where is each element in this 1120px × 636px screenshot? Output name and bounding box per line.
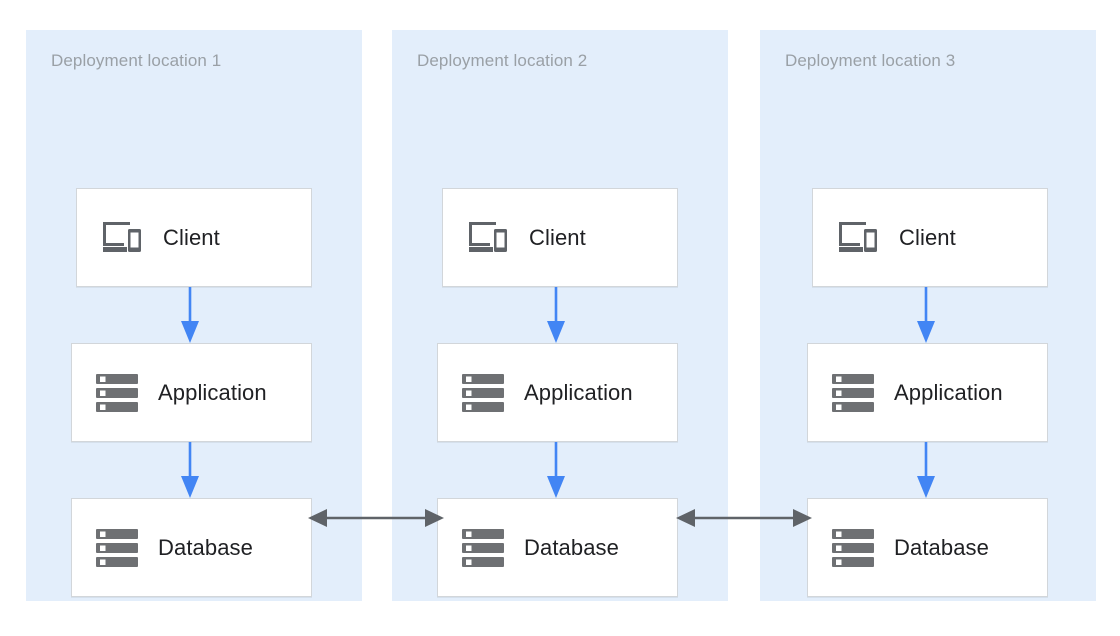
server-stack-icon	[460, 525, 506, 571]
arrow-database2-database3	[676, 502, 812, 534]
server-stack-icon	[830, 370, 876, 416]
node-application-2[interactable]: Application	[437, 343, 678, 442]
node-label-application-3: Application	[894, 379, 1003, 405]
panel-title-2: Deployment location 2	[417, 51, 588, 70]
node-label-application-1: Application	[158, 379, 267, 405]
node-label-application-2: Application	[524, 379, 633, 405]
node-database-3[interactable]: Database	[807, 498, 1048, 597]
node-label-client-3: Client	[899, 224, 956, 250]
devices-icon	[465, 215, 511, 261]
arrow-application-to-database-1	[177, 442, 203, 498]
server-stack-icon	[460, 370, 506, 416]
node-label-database-1: Database	[158, 534, 253, 560]
arrow-client-to-application-3	[913, 287, 939, 343]
devices-icon	[835, 215, 881, 261]
deployment-location-panel-2: Deployment location 2 Client	[392, 30, 728, 601]
node-label-client-1: Client	[163, 224, 220, 250]
node-database-2[interactable]: Database	[437, 498, 678, 597]
node-application-3[interactable]: Application	[807, 343, 1048, 442]
arrow-client-to-application-2	[543, 287, 569, 343]
server-stack-icon	[94, 525, 140, 571]
node-client-3[interactable]: Client	[812, 188, 1048, 287]
arrow-application-to-database-3	[913, 442, 939, 498]
server-stack-icon	[94, 370, 140, 416]
node-label-database-2: Database	[524, 534, 619, 560]
panel-title-1: Deployment location 1	[51, 51, 222, 70]
node-label-client-2: Client	[529, 224, 586, 250]
devices-icon	[99, 215, 145, 261]
node-label-database-3: Database	[894, 534, 989, 560]
node-application-1[interactable]: Application	[71, 343, 312, 442]
node-database-1[interactable]: Database	[71, 498, 312, 597]
server-stack-icon	[830, 525, 876, 571]
deployment-location-panel-1: Deployment location 1 Client	[26, 30, 362, 601]
node-client-2[interactable]: Client	[442, 188, 678, 287]
node-client-1[interactable]: Client	[76, 188, 312, 287]
arrow-application-to-database-2	[543, 442, 569, 498]
panel-title-3: Deployment location 3	[785, 51, 956, 70]
arrow-client-to-application-1	[177, 287, 203, 343]
deployment-location-panel-3: Deployment location 3 Client	[760, 30, 1096, 601]
arrow-database1-database2	[308, 502, 444, 534]
